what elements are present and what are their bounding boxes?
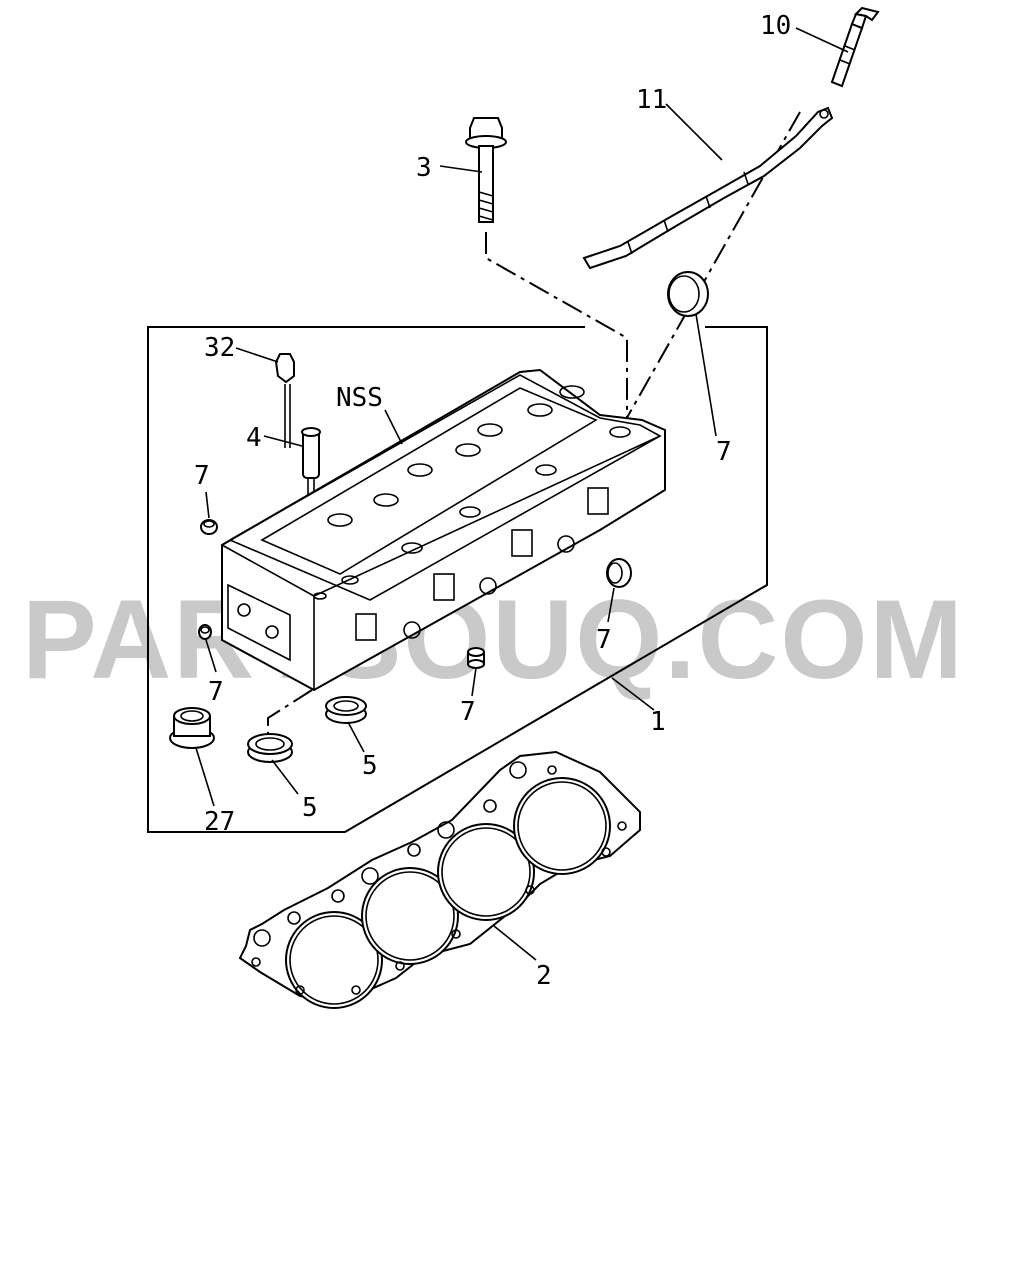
- callout-5-upper: 5: [362, 751, 378, 781]
- callout-1: 1: [650, 707, 666, 737]
- callout-7-top-left: 7: [194, 461, 210, 491]
- callout-11: 11: [636, 85, 667, 115]
- leader-7-top-left: [205, 491, 210, 519]
- leader-2: [493, 925, 537, 961]
- leader-7-mid-left: [205, 639, 217, 673]
- assembly-boundary: [147, 326, 768, 833]
- part-3-head-bolt[interactable]: [465, 117, 507, 223]
- callout-3: 3: [416, 153, 432, 183]
- leader-11: [665, 103, 723, 161]
- part-7-plug-mid-left[interactable]: [198, 624, 212, 640]
- valve-bosses: [313, 385, 631, 600]
- part-7-plug-right-small[interactable]: [606, 558, 632, 588]
- callout-7-mid-left: 7: [208, 677, 224, 707]
- leader-5-lower: [271, 759, 299, 795]
- callout-4: 4: [246, 423, 262, 453]
- part-27-sleeve[interactable]: [169, 707, 215, 749]
- leader-32: [235, 347, 279, 363]
- leader-7-center: [471, 667, 477, 697]
- leader-nss: [384, 409, 403, 445]
- callout-32: 32: [204, 333, 235, 363]
- part-2-head-gasket[interactable]: [238, 750, 641, 1009]
- gasket-holes: [251, 761, 627, 995]
- callout-27: 27: [204, 807, 235, 837]
- leader-4: [263, 435, 303, 447]
- leader-7-right-small: [607, 587, 615, 623]
- leader-27: [195, 747, 215, 807]
- leader-7-right-large: [695, 313, 717, 437]
- callout-7-right-small: 7: [596, 625, 612, 655]
- part-10-injector[interactable]: [830, 6, 880, 88]
- part-7-plug-center[interactable]: [467, 647, 485, 669]
- callout-5-lower: 5: [302, 793, 318, 823]
- seal-dashed-leader: [267, 689, 313, 738]
- callout-2: 2: [536, 961, 552, 991]
- leader-3: [439, 165, 483, 173]
- callout-nss: NSS: [336, 383, 383, 413]
- watermark-text: PARTSOUQ.COM: [22, 577, 965, 702]
- bolt-dashed-leader: [485, 232, 628, 418]
- part-7-plug-right-large[interactable]: [667, 271, 709, 317]
- part-5-seal-lower[interactable]: [247, 733, 293, 763]
- callout-10: 10: [760, 11, 791, 41]
- side-ports: [237, 487, 609, 641]
- leader-5-upper: [347, 721, 365, 753]
- part-11-leak-off-pipe[interactable]: [582, 106, 834, 270]
- part-1-cylinder-head[interactable]: [221, 368, 666, 692]
- pipe-dashed-leader: [619, 111, 801, 431]
- part-7-plug-top-left[interactable]: [200, 519, 218, 535]
- part-5-seal-upper[interactable]: [325, 696, 367, 724]
- leader-10: [795, 27, 849, 53]
- callout-7-right-large: 7: [716, 437, 732, 467]
- leader-1: [611, 677, 655, 711]
- callout-7-center: 7: [460, 697, 476, 727]
- part-32-cap[interactable]: [274, 353, 295, 448]
